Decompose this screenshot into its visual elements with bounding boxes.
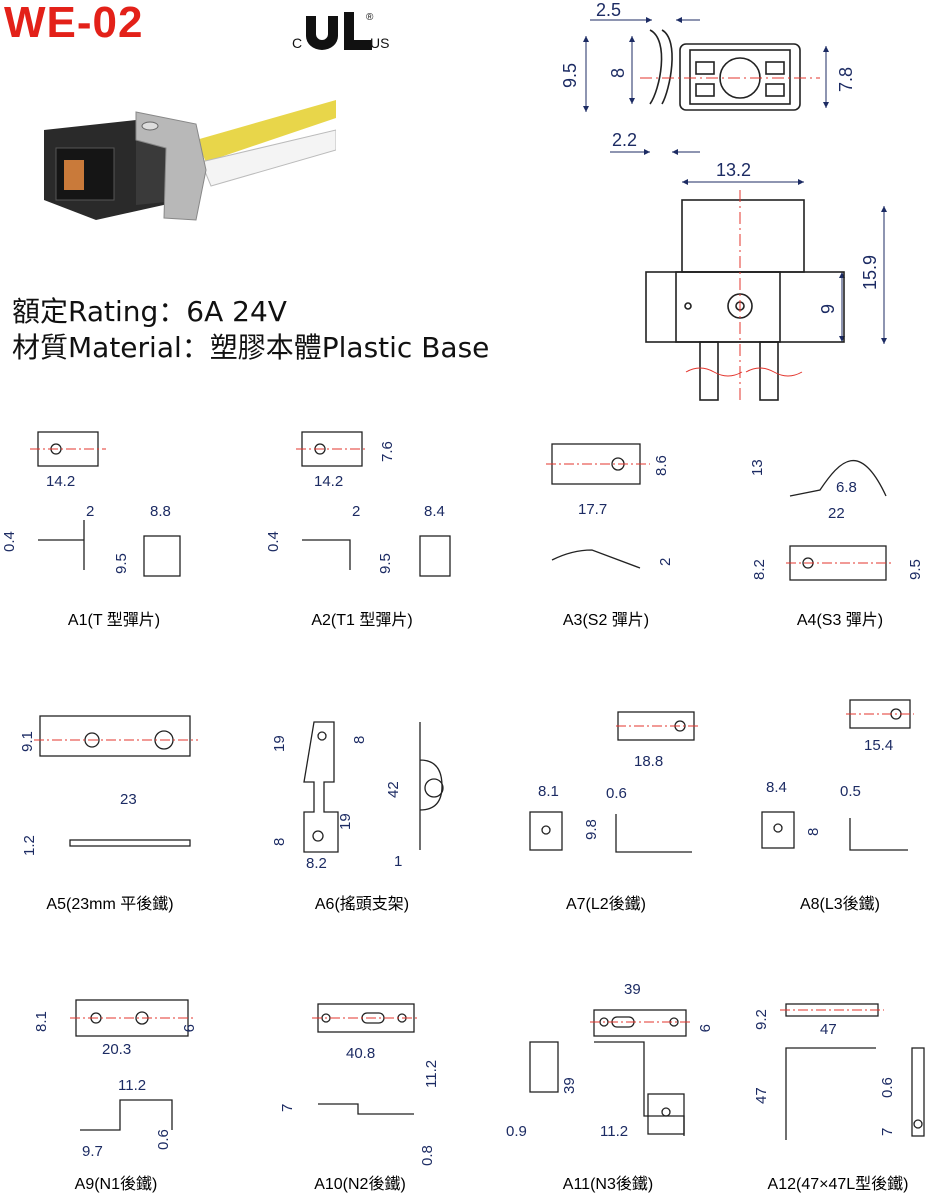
dim-top-8: 8: [608, 68, 628, 78]
cert-us: US: [370, 35, 389, 51]
svg-text:11.2: 11.2: [118, 1077, 146, 1094]
svg-text:23: 23: [120, 791, 137, 808]
caption-a9: A9(N1後鐵): [74, 1176, 158, 1193]
svg-text:11.2: 11.2: [423, 1060, 440, 1088]
svg-text:17.7: 17.7: [578, 501, 607, 518]
svg-text:8: 8: [351, 736, 368, 744]
svg-text:0.4: 0.4: [1, 531, 18, 552]
svg-text:8.4: 8.4: [424, 503, 445, 520]
product-photo: [44, 100, 336, 221]
caption-a1: A1(T 型彈片): [67, 612, 161, 629]
dim-top-9-5: 9.5: [560, 63, 580, 88]
svg-text:42: 42: [385, 781, 402, 798]
svg-text:0.4: 0.4: [265, 531, 282, 552]
caption-a3: A3(S2 彈片): [562, 612, 650, 629]
svg-text:19: 19: [337, 813, 354, 830]
caption-a11: A11(N3後鐵): [562, 1176, 654, 1193]
svg-text:0.6: 0.6: [155, 1129, 172, 1150]
dim-front-13-2: 13.2: [716, 160, 751, 180]
svg-text:®: ®: [366, 12, 374, 23]
svg-text:22: 22: [828, 505, 845, 522]
svg-text:2: 2: [352, 503, 360, 520]
svg-text:9.5: 9.5: [113, 553, 130, 574]
svg-text:9.5: 9.5: [907, 559, 924, 580]
svg-text:8.2: 8.2: [751, 559, 768, 580]
svg-text:9.8: 9.8: [583, 819, 600, 840]
svg-text:19: 19: [271, 735, 288, 752]
svg-text:9: 9: [696, 1024, 713, 1032]
svg-text:14.2: 14.2: [46, 473, 75, 490]
material-spec: 材質Material：塑膠本體Plastic Base: [12, 331, 490, 364]
svg-text:13: 13: [749, 459, 766, 476]
svg-text:8.4: 8.4: [766, 779, 787, 796]
ul-certification-logo: C ® US: [292, 12, 389, 51]
svg-text:7: 7: [879, 1128, 896, 1136]
svg-text:8.2: 8.2: [306, 855, 327, 872]
svg-text:7.6: 7.6: [379, 441, 396, 462]
svg-text:9.7: 9.7: [82, 1143, 103, 1160]
dim-top-7-8: 7.8: [836, 67, 856, 92]
cert-c: C: [292, 35, 302, 51]
svg-text:8.6: 8.6: [653, 455, 670, 476]
svg-text:40.8: 40.8: [346, 1045, 375, 1062]
caption-a12: A12(47×47L型後鐵): [767, 1176, 909, 1193]
svg-text:6.8: 6.8: [836, 479, 857, 496]
dim-front-15-9: 15.9: [860, 255, 880, 290]
svg-text:7: 7: [279, 1104, 296, 1112]
svg-text:11.2: 11.2: [600, 1123, 628, 1140]
caption-a10: A10(N2後鐵): [314, 1176, 406, 1193]
dim-top-2-2: 2.2: [612, 130, 637, 150]
svg-text:9.5: 9.5: [377, 553, 394, 574]
svg-text:0.5: 0.5: [840, 783, 861, 800]
svg-text:15.4: 15.4: [864, 737, 893, 754]
caption-a2: A2(T1 型彈片): [311, 612, 413, 629]
svg-text:8: 8: [271, 838, 288, 846]
dim-front-9: 9: [818, 304, 838, 314]
caption-a7: A7(L2後鐵): [565, 896, 647, 913]
caption-a6: A6(搖頭支架): [314, 896, 410, 913]
svg-text:8.1: 8.1: [538, 783, 559, 800]
svg-text:39: 39: [561, 1077, 578, 1094]
svg-text:18.8: 18.8: [634, 753, 663, 770]
rating-spec: 額定Rating：6A 24V: [12, 295, 287, 328]
svg-text:0.8: 0.8: [419, 1145, 436, 1166]
svg-text:20.3: 20.3: [102, 1041, 131, 1058]
svg-text:0.6: 0.6: [606, 785, 627, 802]
svg-text:2: 2: [657, 558, 674, 566]
svg-text:2: 2: [86, 503, 94, 520]
svg-text:8.8: 8.8: [150, 503, 171, 520]
svg-text:1.2: 1.2: [21, 835, 38, 856]
caption-a4: A4(S3 彈片): [796, 612, 884, 629]
svg-text:9.2: 9.2: [753, 1009, 770, 1030]
svg-text:8: 8: [805, 828, 822, 836]
svg-text:9: 9: [180, 1024, 197, 1032]
svg-text:0.9: 0.9: [506, 1123, 527, 1140]
svg-text:8.1: 8.1: [33, 1011, 50, 1032]
svg-text:1: 1: [394, 853, 402, 870]
svg-text:0.6: 0.6: [879, 1077, 896, 1098]
svg-text:9.1: 9.1: [19, 731, 36, 752]
svg-text:39: 39: [624, 981, 641, 998]
dim-top-2-5: 2.5: [596, 0, 621, 20]
svg-text:47: 47: [753, 1087, 770, 1104]
caption-a5: A5(23mm 平後鐵): [46, 896, 174, 913]
svg-text:14.2: 14.2: [314, 473, 343, 490]
model-title: WE-02: [4, 0, 144, 47]
svg-text:47: 47: [820, 1021, 837, 1038]
caption-a8: A8(L3後鐵): [799, 896, 881, 913]
